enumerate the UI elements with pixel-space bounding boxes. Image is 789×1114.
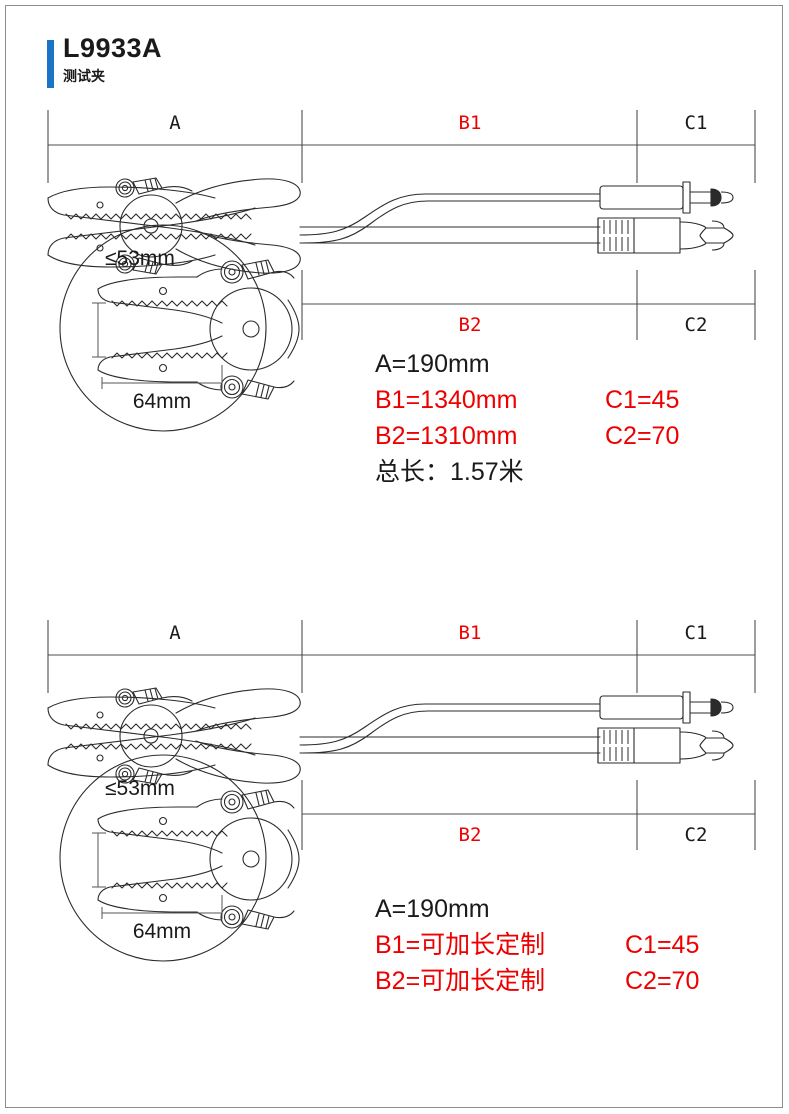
dim-label-b2-2: B2 [459, 824, 482, 846]
spec-list-top: A=190mm B1=1340mm C1=45 B2=1310mm C2=70 总长… [375, 348, 679, 492]
spec-b2-2: B2=可加长定制 [375, 967, 546, 995]
spec-list-bottom: A=190mm B1=可加长定制 C1=45 B2=可加长定制 C2=70 [375, 893, 699, 1001]
dim-label-b1-2: B1 [459, 622, 482, 644]
spec-c2: C2=70 [605, 422, 680, 450]
product-subtitle: 测试夹 [63, 68, 105, 84]
spec-a: A=190mm [375, 350, 490, 378]
detail-inset-circle-2 [59, 754, 267, 962]
detail-jaw-length-label-2: 64mm [133, 920, 191, 943]
dim-label-c1: C1 [685, 112, 708, 134]
spec-c1-2: C1=45 [625, 931, 700, 959]
dim-label-c2: C2 [685, 314, 708, 336]
spec-total-length: 总长：1.57米 [375, 458, 524, 486]
detail-jaw-opening-label: ≤53mm [105, 247, 175, 270]
dim-label-b1: B1 [459, 112, 482, 134]
spec-c2-2: C2=70 [625, 967, 700, 995]
accent-bar [47, 40, 54, 88]
spec-a-2: A=190mm [375, 895, 490, 923]
dim-label-b2: B2 [459, 314, 482, 336]
page-title: L9933A [63, 33, 163, 63]
diagram-top: A B1 C1 B2 C2 [0, 95, 789, 545]
dim-label-c2-2: C2 [685, 824, 708, 846]
spec-c1: C1=45 [605, 386, 680, 414]
dim-label-a: A [169, 112, 181, 134]
spec-b1-2: B1=可加长定制 [375, 931, 546, 959]
detail-jaw-opening-label-2: ≤53mm [105, 777, 175, 800]
spec-b2: B2=1310mm [375, 422, 518, 450]
spec-b1: B1=1340mm [375, 386, 518, 414]
dim-label-c1-2: C1 [685, 622, 708, 644]
detail-inset-circle [59, 224, 267, 432]
detail-jaw-length-label: 64mm [133, 390, 191, 413]
page-border [5, 5, 783, 1108]
dim-label-a-2: A [169, 622, 181, 644]
diagram-bottom: A B1 C1 B2 C2 [0, 605, 789, 1065]
